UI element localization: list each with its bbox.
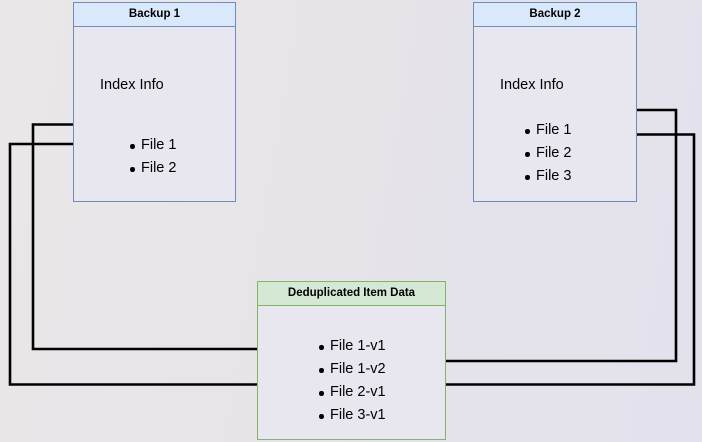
- list-item: File 2: [524, 142, 571, 165]
- backup-1-file-list: File 1 File 2: [123, 134, 176, 180]
- list-item: File 1-v2: [319, 358, 386, 381]
- list-item: File 1: [129, 134, 176, 157]
- node-backup-2[interactable]: Backup 2 Index Info File 1 File 2 File 3: [473, 2, 637, 202]
- dedup-item-list: File 1-v1 File 1-v2 File 2-v1 File 3-v1: [312, 335, 386, 427]
- node-deduplicated-item-data[interactable]: Deduplicated Item Data File 1-v1 File 1-…: [257, 281, 446, 440]
- node-backup-1-body: Index Info File 1 File 2: [74, 27, 235, 201]
- list-item: File 3-v1: [319, 404, 386, 427]
- list-item: File 2-v1: [319, 381, 386, 404]
- node-backup-1[interactable]: Backup 1 Index Info File 1 File 2: [73, 2, 236, 202]
- list-item: File 1: [524, 119, 571, 142]
- node-deduplicated-item-data-title: Deduplicated Item Data: [258, 282, 445, 306]
- node-deduplicated-item-data-body: File 1-v1 File 1-v2 File 2-v1 File 3-v1: [258, 306, 445, 439]
- node-backup-1-title: Backup 1: [74, 3, 235, 27]
- list-item: File 2: [129, 157, 176, 180]
- list-item: File 1-v1: [319, 335, 386, 358]
- backup-2-file-list: File 1 File 2 File 3: [518, 119, 571, 188]
- node-backup-2-body: Index Info File 1 File 2 File 3: [474, 27, 636, 201]
- list-item: File 3: [524, 165, 571, 188]
- node-backup-2-title: Backup 2: [474, 3, 636, 27]
- node-backup-2-caption: Index Info: [500, 77, 564, 93]
- node-backup-1-caption: Index Info: [100, 77, 164, 93]
